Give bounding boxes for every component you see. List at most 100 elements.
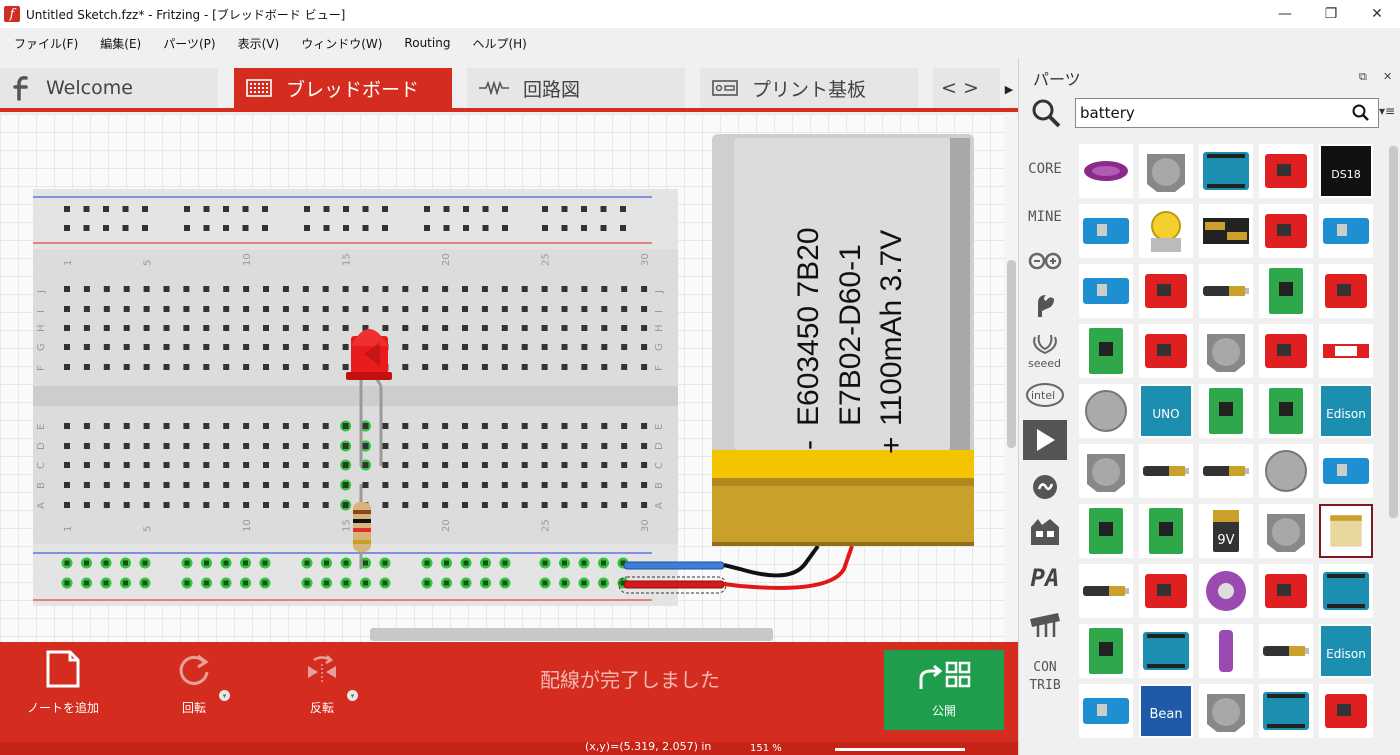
- part-thumbnail[interactable]: [1259, 144, 1313, 198]
- part-thumbnail[interactable]: [1259, 204, 1313, 258]
- rotate-button[interactable]: ▾ 回転: [139, 650, 249, 716]
- menu-parts[interactable]: パーツ(P): [163, 36, 216, 51]
- menu-help[interactable]: ヘルプ(H): [472, 36, 527, 51]
- part-thumbnail[interactable]: [1259, 504, 1313, 558]
- minimize-button[interactable]: —: [1278, 6, 1292, 22]
- part-thumbnail[interactable]: Edison: [1319, 624, 1373, 678]
- red-led[interactable]: [346, 329, 392, 380]
- part-thumbnail[interactable]: [1079, 504, 1133, 558]
- part-thumbnail[interactable]: [1139, 624, 1193, 678]
- resistor[interactable]: [353, 484, 371, 569]
- search-icon[interactable]: [1031, 98, 1061, 131]
- part-thumbnail[interactable]: UNO: [1139, 384, 1193, 438]
- parts-scrollbar[interactable]: [1387, 140, 1399, 755]
- zoom-slider[interactable]: [835, 748, 965, 751]
- part-thumbnail[interactable]: [1199, 324, 1253, 378]
- menu-routing[interactable]: Routing: [404, 36, 451, 50]
- part-thumbnail[interactable]: [1139, 264, 1193, 318]
- part-thumbnail[interactable]: [1319, 324, 1373, 378]
- part-thumbnail[interactable]: [1079, 564, 1133, 618]
- tab-scroll-right-button[interactable]: ▶: [1004, 82, 1014, 96]
- float-panel-icon[interactable]: ⧉: [1359, 70, 1367, 83]
- bin-seeed-icon[interactable]: seeed: [1023, 330, 1067, 372]
- part-thumbnail[interactable]: [1259, 564, 1313, 618]
- lipo-battery[interactable]: E603450 7B20 E7B02-D60-1 1100mAh 3.7V - …: [712, 134, 974, 546]
- tab-welcome[interactable]: Welcome: [0, 68, 218, 108]
- part-thumbnail[interactable]: [1199, 564, 1253, 618]
- part-thumbnail[interactable]: [1079, 384, 1133, 438]
- part-thumbnail[interactable]: [1259, 264, 1313, 318]
- bin-mine[interactable]: MINE: [1028, 209, 1062, 225]
- part-thumbnail[interactable]: [1199, 204, 1253, 258]
- part-thumbnail[interactable]: [1079, 444, 1133, 498]
- bin-play-icon[interactable]: [1023, 420, 1067, 460]
- tab-schematic[interactable]: 回路図: [467, 68, 685, 108]
- bin-lilypad-icon[interactable]: [1023, 604, 1067, 644]
- add-note-button[interactable]: ノートを追加: [8, 650, 118, 716]
- part-thumbnail[interactable]: [1079, 144, 1133, 198]
- part-thumbnail[interactable]: [1139, 324, 1193, 378]
- part-thumbnail[interactable]: [1139, 144, 1193, 198]
- part-thumbnail[interactable]: [1139, 564, 1193, 618]
- flip-dropdown-icon[interactable]: ▾: [347, 690, 358, 701]
- menu-edit[interactable]: 編集(E): [100, 36, 142, 51]
- part-thumbnail[interactable]: [1079, 624, 1133, 678]
- tab-code[interactable]: < >: [933, 68, 1000, 108]
- part-thumbnail[interactable]: [1319, 204, 1373, 258]
- maximize-button[interactable]: ❐: [1324, 6, 1338, 22]
- close-button[interactable]: ✕: [1371, 6, 1383, 22]
- canvas-vertical-scrollbar[interactable]: [1004, 114, 1018, 642]
- flip-button[interactable]: ▾ 反転: [267, 650, 377, 716]
- bin-core[interactable]: CORE: [1028, 161, 1062, 177]
- parts-scroll-thumb[interactable]: [1389, 146, 1398, 518]
- menu-file[interactable]: ファイル(F): [14, 36, 79, 51]
- part-thumbnail[interactable]: Edison: [1319, 384, 1373, 438]
- part-thumbnail[interactable]: [1079, 324, 1133, 378]
- part-thumbnail[interactable]: [1139, 444, 1193, 498]
- canvas-horizontal-scroll-thumb[interactable]: [370, 628, 773, 641]
- tab-breadboard[interactable]: ブレッドボード: [234, 68, 452, 108]
- part-thumbnail[interactable]: [1199, 384, 1253, 438]
- part-thumbnail[interactable]: [1199, 144, 1253, 198]
- part-thumbnail[interactable]: [1199, 264, 1253, 318]
- parts-search-input[interactable]: [1075, 98, 1379, 128]
- part-thumbnail[interactable]: [1079, 264, 1133, 318]
- part-thumbnail[interactable]: [1259, 384, 1313, 438]
- part-thumbnail[interactable]: [1139, 504, 1193, 558]
- part-thumbnail[interactable]: [1199, 624, 1253, 678]
- tab-pcb[interactable]: プリント基板: [700, 68, 918, 108]
- search-submit-icon[interactable]: [1352, 104, 1370, 125]
- part-thumbnail[interactable]: [1079, 204, 1133, 258]
- vertical-scroll-thumb[interactable]: [1007, 260, 1016, 448]
- part-thumbnail[interactable]: [1259, 624, 1313, 678]
- part-thumbnail[interactable]: [1259, 324, 1313, 378]
- bin-pa[interactable]: PA: [1030, 564, 1060, 592]
- part-thumbnail[interactable]: Bean: [1139, 684, 1193, 738]
- bin-intel-icon[interactable]: intel: [1023, 378, 1067, 412]
- part-thumbnail[interactable]: 9V: [1199, 504, 1253, 558]
- share-button[interactable]: 公開: [884, 650, 1004, 730]
- part-thumbnail[interactable]: [1319, 444, 1373, 498]
- part-thumbnail[interactable]: [1259, 444, 1313, 498]
- search-options-icon[interactable]: ▾≡: [1379, 104, 1396, 118]
- part-thumbnail[interactable]: [1259, 684, 1313, 738]
- bin-sparkfun-icon[interactable]: [1023, 286, 1067, 324]
- bin-contrib[interactable]: CON TRIB: [1029, 660, 1061, 693]
- part-thumbnail[interactable]: [1319, 684, 1373, 738]
- part-thumbnail[interactable]: [1199, 444, 1253, 498]
- part-thumbnail[interactable]: [1199, 684, 1253, 738]
- menu-window[interactable]: ウィンドウ(W): [301, 36, 383, 51]
- part-thumbnail[interactable]: [1319, 564, 1373, 618]
- part-thumbnail[interactable]: [1319, 264, 1373, 318]
- part-thumbnail[interactable]: DS18: [1319, 144, 1373, 198]
- bin-pimoroni-icon[interactable]: [1023, 512, 1067, 552]
- part-thumbnail[interactable]: [1079, 684, 1133, 738]
- part-thumbnail-selected-lipo-battery[interactable]: [1319, 504, 1373, 558]
- bin-snootlab-icon[interactable]: [1023, 468, 1067, 506]
- part-thumbnail[interactable]: [1139, 204, 1193, 258]
- menu-view[interactable]: 表示(V): [237, 36, 280, 51]
- rotate-dropdown-icon[interactable]: ▾: [219, 690, 230, 701]
- close-panel-icon[interactable]: ✕: [1383, 70, 1393, 83]
- bin-arduino-icon[interactable]: [1023, 242, 1067, 280]
